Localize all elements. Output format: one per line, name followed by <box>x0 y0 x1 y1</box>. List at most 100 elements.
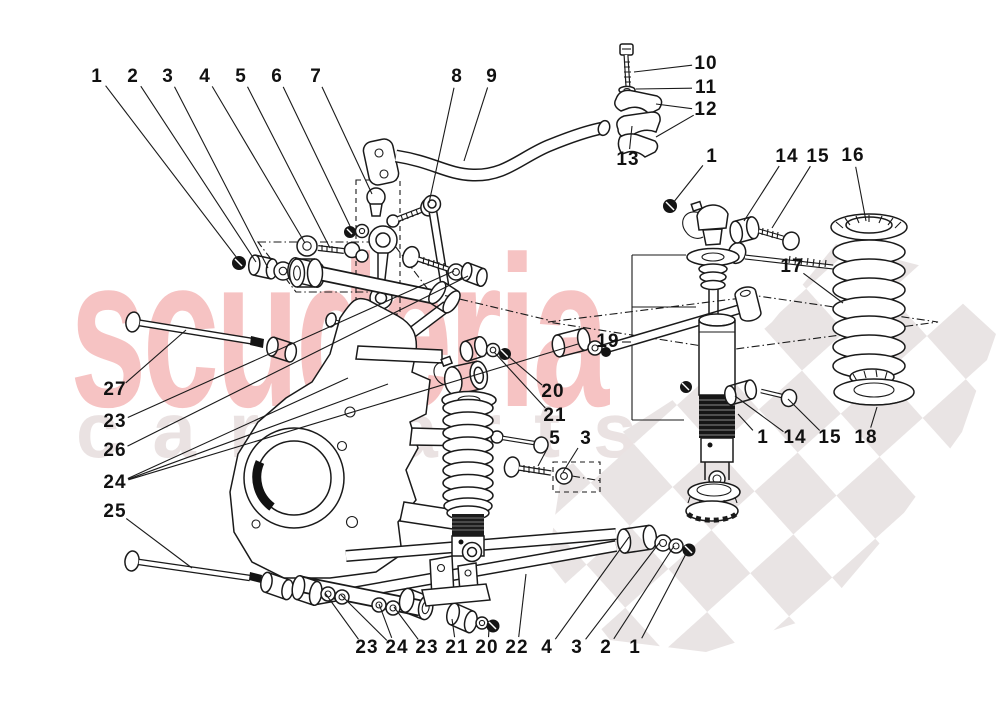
callout-label-14-14: 14 <box>775 146 799 167</box>
callout-label-24-26: 24 <box>103 472 127 493</box>
leader-line-14 <box>743 165 780 222</box>
leader-line-21 <box>493 351 546 409</box>
callout-label-15-30: 15 <box>818 427 842 448</box>
callout-label-23-24: 23 <box>103 411 127 432</box>
sway-bar-clamp-kit <box>614 43 663 158</box>
callout-label-15-15: 15 <box>806 146 830 167</box>
leader-line-5 <box>247 86 331 249</box>
leader-line-5 <box>537 448 548 467</box>
coil-spring <box>830 213 915 406</box>
leader-line-4 <box>554 536 630 640</box>
leader-line-12 <box>655 114 694 138</box>
callout-label-1-13: 1 <box>706 146 718 167</box>
callout-label-17-17: 17 <box>780 256 804 277</box>
callout-label-6-5: 6 <box>271 66 283 87</box>
callout-label-12-11: 12 <box>694 99 718 120</box>
leader-line-20 <box>507 355 543 386</box>
callout-label-1-28: 1 <box>757 427 769 448</box>
leader-line-8 <box>428 87 455 204</box>
callout-label-18-31: 18 <box>854 427 878 448</box>
callout-label-27-23: 27 <box>103 379 127 400</box>
toe-link-bolt <box>125 311 298 363</box>
leader-line-24 <box>127 377 349 480</box>
callout-label-20-36: 20 <box>475 637 499 658</box>
callout-label-10-9: 10 <box>694 53 718 74</box>
leader-line-22 <box>518 573 527 638</box>
leader-line-24 <box>378 603 393 638</box>
callout-label-8-7: 8 <box>451 66 463 87</box>
leader-line-14 <box>734 395 784 433</box>
leader-line-2 <box>613 545 675 640</box>
callout-label-26-25: 26 <box>103 440 127 461</box>
callout-label-1-0: 1 <box>91 66 103 87</box>
callout-label-1-41: 1 <box>629 637 641 658</box>
leader-line-1 <box>641 549 689 639</box>
leader-line-15 <box>787 398 821 431</box>
leader-line-23 <box>324 592 359 640</box>
callout-label-23-34: 23 <box>415 637 439 658</box>
leader-line-6 <box>282 86 351 227</box>
leader-line-9 <box>463 87 489 162</box>
leader-line-1 <box>737 413 754 431</box>
leader-line-16 <box>855 166 867 222</box>
callout-label-13-12: 13 <box>616 149 640 170</box>
callout-label-3-2: 3 <box>162 66 174 87</box>
leader-line-15 <box>771 165 811 229</box>
callout-label-3-22: 3 <box>580 428 592 449</box>
leader-line-23 <box>127 270 455 419</box>
leader-line-13 <box>629 125 633 150</box>
callout-label-23-32: 23 <box>355 637 379 658</box>
leader-line-18 <box>870 406 878 428</box>
coilover-shock <box>421 335 511 607</box>
leader-line-3 <box>585 541 661 640</box>
callout-label-7-6: 7 <box>310 66 322 87</box>
callout-label-4-3: 4 <box>199 66 211 87</box>
leader-line-27 <box>125 329 187 384</box>
callout-label-14-29: 14 <box>783 427 807 448</box>
leader-line-7 <box>321 86 373 195</box>
callout-label-22-37: 22 <box>505 637 529 658</box>
connecting-link <box>422 194 450 287</box>
leader-line-11 <box>635 87 693 90</box>
callout-label-3-39: 3 <box>571 637 583 658</box>
pivot-bolt-row <box>402 245 488 288</box>
leader-line-21 <box>451 618 456 638</box>
callout-label-20-19: 20 <box>541 381 565 402</box>
leader-line-1 <box>672 165 704 204</box>
callout-label-25-27: 25 <box>103 501 127 522</box>
callout-label-24-33: 24 <box>385 637 409 658</box>
bushing-set-20-21 <box>446 602 500 634</box>
leader-line-1 <box>105 85 238 259</box>
leader-line-24 <box>128 343 579 481</box>
leader-line-26 <box>127 275 469 447</box>
callout-label-2-1: 2 <box>127 66 139 87</box>
callout-label-2-40: 2 <box>600 637 612 658</box>
leader-line-23 <box>393 606 419 640</box>
callout-label-5-4: 5 <box>235 66 247 87</box>
callout-label-19-18: 19 <box>596 331 620 352</box>
sway-bar <box>362 119 611 186</box>
callout-label-16-16: 16 <box>841 145 865 166</box>
callout-label-5-21: 5 <box>549 428 561 449</box>
callout-label-21-35: 21 <box>445 637 469 658</box>
callout-label-21-20: 21 <box>543 405 567 426</box>
leader-line-25 <box>125 518 193 569</box>
leader-line-12 <box>655 103 693 110</box>
leader-line-2 <box>140 85 257 263</box>
callout-label-11-10: 11 <box>694 77 718 98</box>
leader-line-24 <box>128 383 389 480</box>
leader-line-17 <box>803 272 844 304</box>
bolt-5-3 <box>503 456 573 485</box>
leader-line-20 <box>487 628 490 638</box>
exploded-shock-absorber <box>663 199 800 523</box>
leader-line-24 <box>340 594 388 641</box>
callout-label-4-38: 4 <box>541 637 553 658</box>
leader-line-3 <box>562 447 579 473</box>
leader-line-4 <box>211 86 306 244</box>
callout-label-9-8: 9 <box>486 66 498 87</box>
leader-line-3 <box>174 86 269 269</box>
